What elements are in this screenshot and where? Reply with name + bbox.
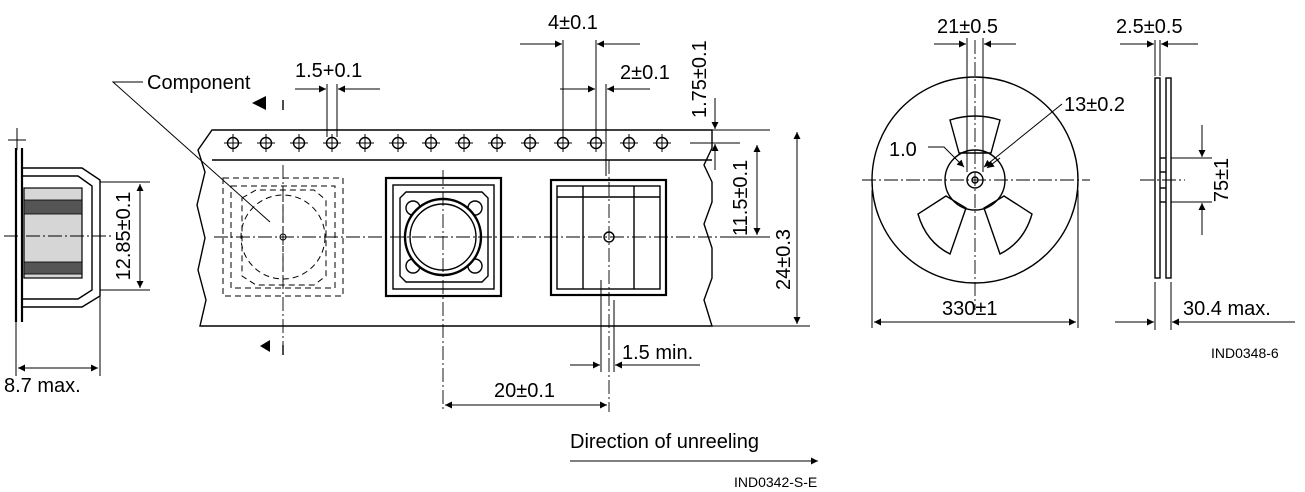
sprocket-pitch-label: 4±0.1: [548, 12, 598, 34]
hub-dia-label: 75±1: [1211, 158, 1233, 202]
carrier-tape: Component 1.5+0.1 4±0.1 2±0.1 1.75±0.1: [111, 12, 818, 490]
hole-row-to-center-label: 11.5±0.1: [730, 160, 752, 236]
reel-dia-label: 330±1: [942, 298, 997, 320]
reel-flange-left: [1154, 77, 1161, 279]
pocket-empty: [549, 178, 668, 297]
component-leader: [111, 81, 271, 223]
component-height-label: 12.85±0.1: [113, 192, 135, 281]
direction-label: Direction of unreeling: [570, 431, 759, 453]
side-view: 12.85±0.1 8.7 max.: [4, 128, 150, 397]
tape-drawing-ref: IND0342-S-E: [734, 474, 817, 490]
reel-drawing-ref: IND0348-6: [1211, 345, 1279, 361]
tape-width-label: 24±0.3: [773, 229, 795, 290]
edge-to-hole-label: 1.75±0.1: [689, 40, 711, 118]
reel-front-view: 21±0.5 13±0.2 1.0 330±1: [862, 16, 1125, 328]
key-slot-label: 1.0: [889, 139, 917, 161]
sprocket-holes: [224, 134, 671, 152]
reel-flange-right: [1165, 77, 1172, 279]
flange-thickness-label: 2.5±0.5: [1116, 16, 1183, 38]
section-arrow-top: [252, 96, 266, 110]
hole-to-pocket-label: 2±0.1: [620, 62, 670, 84]
arbor-hole-label: 13±0.2: [1064, 94, 1125, 116]
reel-width-label: 30.4 max.: [1183, 298, 1271, 320]
sprocket-hole-dia-label: 1.5+0.1: [295, 60, 362, 82]
min-hole-label: 1.5 min.: [622, 342, 693, 364]
reel-window-top: [949, 115, 1001, 154]
pocket-pitch-label: 20±0.1: [494, 380, 555, 402]
tape-outline: [196, 129, 713, 327]
reel-window-left: [917, 195, 967, 255]
pocket-depth-label: 8.7 max.: [4, 375, 81, 397]
hub-width-label: 21±0.5: [937, 16, 998, 38]
reel-window-right: [983, 195, 1033, 255]
reel-side-view: 2.5±0.5 75±1 30.4 max. IND0348-6: [1115, 16, 1295, 361]
section-arrow-bottom: [260, 340, 270, 352]
component-label: Component: [147, 72, 251, 94]
